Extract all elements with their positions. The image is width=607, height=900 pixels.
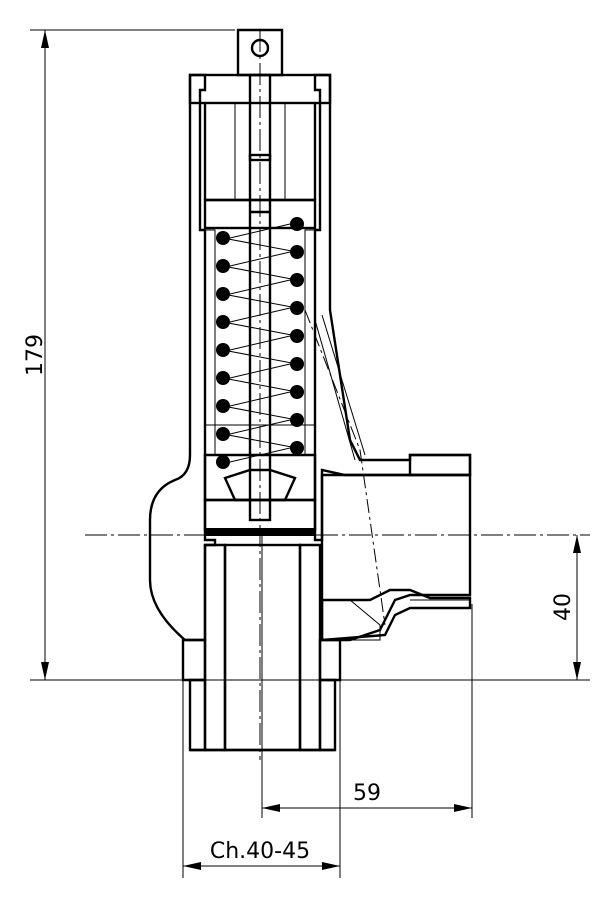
overall-height-label: 179	[23, 334, 48, 376]
dimension-lines	[30, 29, 590, 878]
outlet-offset-label: 59	[353, 781, 381, 806]
spring-coils	[216, 217, 304, 469]
outlet-height-label: 40	[551, 593, 576, 621]
valve-body	[148, 28, 472, 760]
hex-size-label: Ch.40-45	[210, 839, 310, 864]
